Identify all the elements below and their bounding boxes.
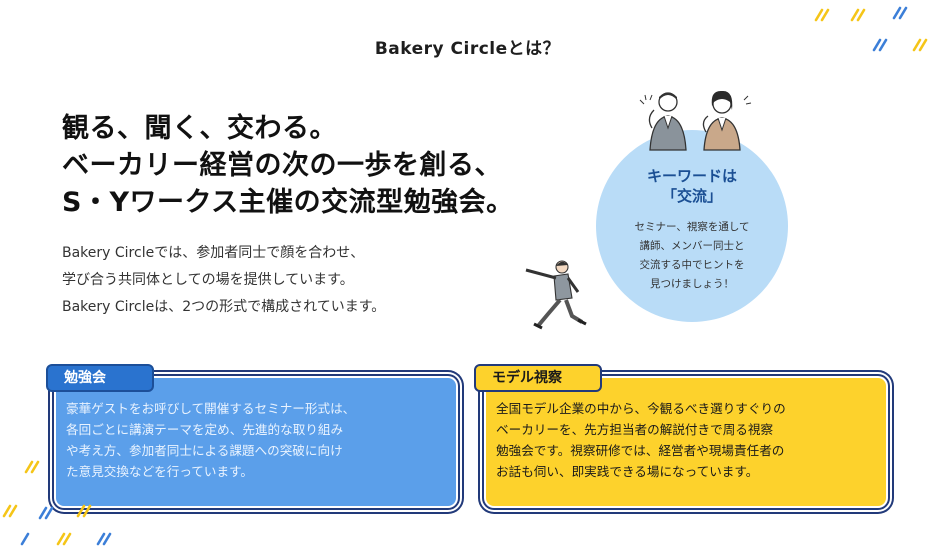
- section-heading: Bakery Circleとは？: [374, 39, 561, 59]
- keyword-body-line-4: 見つけましょう！: [650, 278, 734, 290]
- keyword-circle: [596, 130, 788, 322]
- model-visit-card: 全国モデル企業の中から、今観るべき選りすぐりの ベーカリーを、先方担当者の解説付…: [486, 378, 886, 506]
- visit-line-3: 勉強会です。視察研修では、経営者や現場責任者の: [496, 443, 785, 458]
- keyword-title-line-2: 「交流」: [661, 187, 722, 205]
- chevron-decoration-bottom-left: [2, 460, 112, 546]
- intro-line-3: Bakery Circleは、2つの形式で構成されています。: [62, 299, 386, 315]
- headline-line-1: 観る、聞く、交わる。: [62, 113, 337, 144]
- study-session-card: 豪華ゲストをお呼びして開催するセミナー形式は、 各回ごとに講演テーマを定め、先進…: [56, 378, 456, 506]
- study-line-2: 各回ごとに講演テーマを定め、先進的な取り組み: [66, 422, 344, 437]
- running-businessman-illustration: [525, 260, 587, 330]
- intro-line-2: 学び合う共同体としての場を提供しています。: [62, 272, 354, 288]
- visit-line-1: 全国モデル企業の中から、今観るべき選りすぐりの: [496, 401, 786, 416]
- visit-line-2: ベーカリーを、先方担当者の解説付きで周る視察: [496, 422, 774, 437]
- keyword-title-line-1: キーワードは: [646, 167, 737, 185]
- keyword-title: キーワードは 「交流」: [596, 166, 788, 206]
- headline-line-2: ベーカリー経営の次の一歩を創る、: [62, 150, 502, 181]
- intro-text: Bakery Circleでは、参加者同士で顔を合わせ、 学び合う共同体としての…: [62, 240, 482, 321]
- visit-line-4: お話も伺い、即実践できる場になっています。: [496, 464, 759, 479]
- study-line-3: や考え方、参加者同士による課題への突破に向け: [66, 443, 343, 458]
- keyword-body-line-1: セミナー、視察を通して: [634, 221, 750, 233]
- people-talking-illustration: [639, 90, 752, 151]
- headline: 観る、聞く、交わる。 ベーカリー経営の次の一歩を創る、 S・Yワークス主催の交流…: [62, 110, 514, 221]
- model-visit-label: モデル視察: [474, 364, 602, 392]
- keyword-body-line-3: 交流する中でヒントを: [639, 259, 745, 271]
- intro-line-1: Bakery Circleでは、参加者同士で顔を合わせ、: [62, 245, 365, 261]
- headline-line-3: S・Yワークス主催の交流型勉強会。: [62, 187, 514, 218]
- keyword-body: セミナー、視察を通して 講師、メンバー同士と 交流する中でヒントを 見つけましょ…: [596, 218, 788, 294]
- study-line-4: た意見交換などを行っています。: [66, 464, 254, 479]
- chevron-decoration-top-right: [814, 6, 928, 52]
- study-session-description: 豪華ゲストをお呼びして開催するセミナー形式は、 各回ごとに講演テーマを定め、先進…: [66, 398, 448, 482]
- model-visit-description: 全国モデル企業の中から、今観るべき選りすぐりの ベーカリーを、先方担当者の解説付…: [496, 398, 878, 482]
- study-line-1: 豪華ゲストをお呼びして開催するセミナー形式は、: [66, 401, 356, 416]
- study-session-label: 勉強会: [46, 364, 154, 392]
- keyword-body-line-2: 講師、メンバー同士と: [639, 240, 745, 252]
